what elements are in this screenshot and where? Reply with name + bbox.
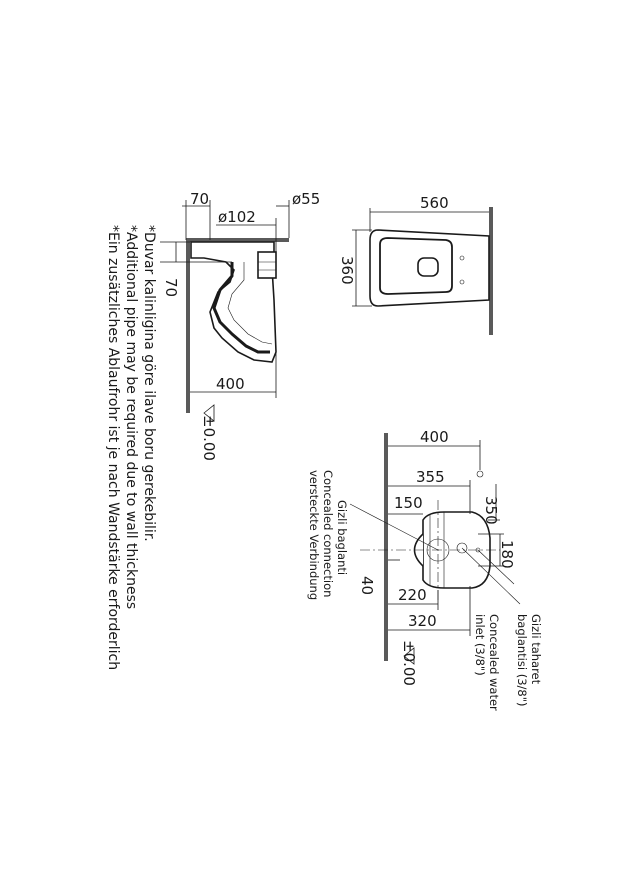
front-floor bbox=[384, 433, 388, 661]
note-en: *Additional pipe may be required due to … bbox=[123, 225, 139, 609]
dim-side-400: 400 bbox=[216, 375, 245, 393]
top-hole bbox=[417, 257, 439, 277]
side-trap-inner bbox=[227, 262, 273, 345]
front-view: 400 355 350 150 180 40 220 320 Giz bbox=[307, 428, 543, 711]
label-concealed-de: versteckte Verbindung bbox=[307, 470, 321, 600]
label-water-en-1: Concealed water bbox=[487, 614, 501, 711]
side-floor-marker bbox=[203, 404, 215, 422]
dim-front-180: 180 bbox=[498, 540, 516, 569]
dim-side-d102: ø102 bbox=[218, 208, 256, 226]
side-trap bbox=[212, 262, 270, 354]
dim-front-400: 400 bbox=[420, 428, 449, 446]
side-view: 70 ø102 ø55 70 400 ±0.00 bbox=[160, 190, 320, 461]
dim-side-70-top: 70 bbox=[190, 190, 209, 208]
note-de: *Ein zusätzliches Ablaufrohr ist je nach… bbox=[105, 225, 121, 670]
label-concealed-en: Concealed connection bbox=[321, 470, 335, 597]
dim-front-355: 355 bbox=[416, 468, 445, 486]
dim-front-220: 220 bbox=[398, 586, 427, 604]
dim-front-40: 40 bbox=[358, 576, 376, 595]
label-water-en-2: inlet (3/8") bbox=[473, 614, 487, 676]
top-wall bbox=[489, 207, 493, 335]
label-bidet-tr-2: baglantisi (3/8") bbox=[515, 614, 529, 707]
side-floor bbox=[186, 238, 190, 413]
dim-side-d55: ø55 bbox=[292, 190, 320, 208]
notes: *Duvar kalinligina göre ilave boru gerek… bbox=[105, 225, 157, 670]
label-bidet-tr-1: Gizli taharet bbox=[529, 614, 543, 685]
dim-front-150: 150 bbox=[394, 494, 423, 512]
dim-top-560: 560 bbox=[420, 194, 449, 212]
note-tr: *Duvar kalinligina göre ilave boru gerek… bbox=[141, 225, 157, 542]
top-bowl bbox=[379, 237, 453, 295]
front-floor-level: ±0.00 bbox=[400, 640, 418, 686]
dim-top-360: 360 bbox=[338, 256, 356, 285]
dim-front-320: 320 bbox=[408, 612, 437, 630]
label-concealed-tr: Gizli baglanti bbox=[335, 500, 349, 575]
dim-side-70-left: 70 bbox=[162, 278, 180, 297]
side-outlet bbox=[257, 251, 277, 279]
front-floor-marker bbox=[403, 647, 415, 665]
side-floor-level: ±0.00 bbox=[200, 415, 218, 461]
dim-front-350: 350 bbox=[482, 496, 500, 525]
water-inlet-point bbox=[476, 470, 484, 478]
side-wall bbox=[186, 238, 289, 242]
top-view: 560 360 bbox=[338, 194, 493, 335]
